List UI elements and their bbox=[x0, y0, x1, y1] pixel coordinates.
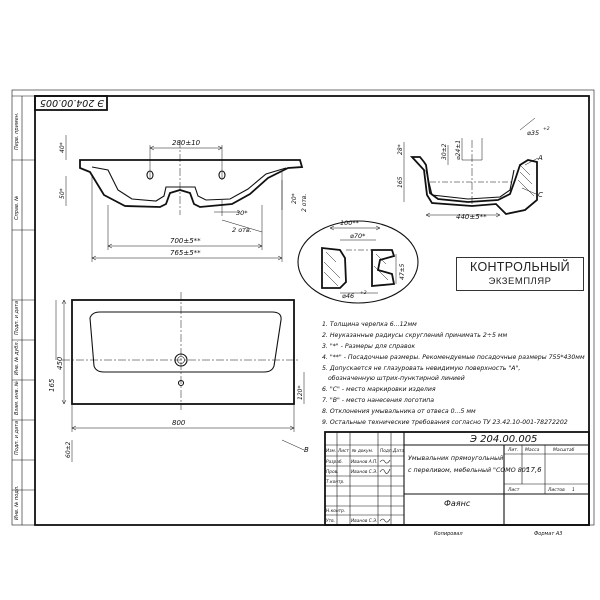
tb-sheets-value: 1 bbox=[572, 487, 575, 493]
tb-drawing-number: Э 204.00.005 bbox=[469, 434, 537, 445]
label-C: С bbox=[538, 191, 543, 199]
overflow-detail-view: 100** ⌀70* 47±5 ⌀46 +2 bbox=[297, 219, 419, 304]
note-line: 6. "С" - место маркировки изделия bbox=[322, 386, 436, 393]
sheet-inner-frame bbox=[34, 95, 590, 526]
tb-sheet: Лист bbox=[507, 487, 520, 493]
dim-700: 700±5** bbox=[170, 237, 201, 245]
dim-30: 30* bbox=[236, 209, 248, 217]
tb-title-line: с переливом, мебельный "СОМО 80" bbox=[408, 466, 529, 474]
dim-440: 440±5** bbox=[456, 213, 487, 221]
tb-mass-header: Масса bbox=[525, 447, 540, 453]
stamp-line-2: ЭКЗЕМПЛЯР bbox=[488, 276, 552, 287]
tb-utv-name: Иванов С.Э. bbox=[351, 518, 377, 524]
tb-tkontr: Т.контр. bbox=[326, 479, 345, 485]
side-label: Подп. и дата bbox=[14, 301, 20, 335]
side-label: Инв. № подл. bbox=[14, 486, 20, 521]
label-B: В bbox=[304, 446, 309, 454]
dim-450: 450 bbox=[56, 356, 64, 370]
dim-28: 28* bbox=[397, 144, 404, 155]
dim-800: 800 bbox=[172, 419, 186, 427]
dim-35: ⌀35 bbox=[527, 129, 539, 137]
dim-46-tol: +2 bbox=[360, 290, 367, 296]
note-line: 2. Неуказанные радиусы скруглений приним… bbox=[322, 332, 508, 339]
tb-date: Дата bbox=[392, 448, 404, 454]
tb-prov: Пров. bbox=[326, 469, 339, 475]
tb-scale-header: Масштаб bbox=[553, 447, 575, 453]
tb-list: Лист bbox=[337, 448, 349, 454]
dim-47: 47±5 bbox=[399, 263, 406, 280]
note-line: 7. "В" - место нанесения логотипа bbox=[322, 397, 434, 404]
side-labels: Перв. примен. Справ. № Подп. и дата Инв.… bbox=[14, 112, 20, 520]
dim-40: 40* bbox=[59, 142, 66, 153]
front-view: 280±10 40* 50* 30* 2 отв. 20* 2 отв. 700… bbox=[59, 135, 308, 262]
tb-izm: Изм. bbox=[326, 448, 336, 454]
tb-razrab: Разраб. bbox=[326, 459, 343, 465]
side-label: Подп. и дата bbox=[14, 421, 20, 455]
tb-nkontr: Н.контр. bbox=[326, 508, 345, 514]
side-label: Перв. примен. bbox=[14, 112, 20, 150]
footer-copied: Копировал bbox=[434, 531, 463, 537]
side-label: Инв. № дубл. bbox=[14, 341, 20, 375]
dim-280: 280±10 bbox=[172, 139, 201, 147]
dim-120: 120* bbox=[297, 386, 304, 400]
title-block: Изм. Лист № докум. Подп. Дата Разраб. Ив… bbox=[324, 431, 590, 526]
sheet-outer-frame bbox=[11, 89, 595, 526]
tb-material: Фаянс bbox=[444, 499, 471, 508]
dim-70: ⌀70* bbox=[350, 232, 366, 240]
note-line: обозначенную штрих-пунктирной линией bbox=[328, 374, 465, 382]
note-line: 3. "*" - Размеры для справок bbox=[322, 343, 415, 350]
note-line: 8. Отклонения умывальника от отвеса 0...… bbox=[322, 408, 476, 415]
drawing-number-box bbox=[34, 95, 108, 111]
dim-100: 100** bbox=[340, 219, 360, 227]
control-copy-stamp: КОНТРОЛЬНЫЙ ЭКЗЕМПЛЯР bbox=[456, 257, 584, 291]
side-label: Справ. № bbox=[14, 196, 20, 220]
dim-20: 20* bbox=[291, 193, 298, 204]
dim-765: 765±5** bbox=[170, 249, 201, 257]
plan-view: 450 165 800 60±2 120* В bbox=[48, 292, 309, 462]
technical-notes: 1. Толщина черепка 6...12мм 2. Неуказанн… bbox=[322, 321, 585, 426]
side-section-view: 28* 165 30±2 ⌀24±1 ⌀35 +2 440±5** А С bbox=[397, 117, 550, 221]
dim-2otv-b: 2 отв. bbox=[301, 194, 308, 212]
dim-165-plan: 165 bbox=[48, 378, 56, 392]
stamp-line-1: КОНТРОЛЬНЫЙ bbox=[470, 260, 570, 274]
tb-docno: № докум. bbox=[351, 448, 373, 454]
tb-lit: Лит. bbox=[507, 447, 518, 453]
footer-format: Формат А3 bbox=[534, 531, 562, 537]
tb-utv: Утв. bbox=[326, 518, 335, 524]
dim-2otv-a: 2 отв. bbox=[232, 226, 252, 234]
dim-30-2: 30±2 bbox=[441, 143, 448, 160]
note-line: 1. Толщина черепка 6...12мм bbox=[322, 321, 417, 328]
dim-35-tol: +2 bbox=[543, 126, 550, 132]
tb-title-line: Умывальник прямоугольный bbox=[408, 455, 503, 462]
tb-sheets: Листов bbox=[547, 487, 565, 493]
side-label: Взам. инв. № bbox=[14, 381, 20, 415]
note-line: 9. Остальные технические требования согл… bbox=[322, 418, 568, 426]
drawing-number-rotated: Э 204.00.005 bbox=[40, 97, 105, 108]
dim-165: 165 bbox=[397, 176, 404, 188]
label-A: А bbox=[537, 154, 543, 162]
tb-sign: Подп. bbox=[380, 448, 393, 454]
dim-50: 50* bbox=[59, 188, 66, 199]
note-line: 5. Допускается не глазуровать невидимую … bbox=[322, 365, 520, 372]
tb-razrab-name: Иванов А.П. bbox=[351, 459, 378, 465]
dim-60: 60±2 bbox=[65, 441, 72, 458]
tb-mass-value: 17,6 bbox=[526, 466, 542, 474]
dim-46: ⌀46 bbox=[342, 292, 354, 300]
dim-24: ⌀24±1 bbox=[455, 140, 462, 160]
note-line: 4. "**" - Посадочные размеры. Рекомендуе… bbox=[322, 354, 585, 361]
tb-prov-name: Иванов С.Э. bbox=[351, 469, 377, 475]
